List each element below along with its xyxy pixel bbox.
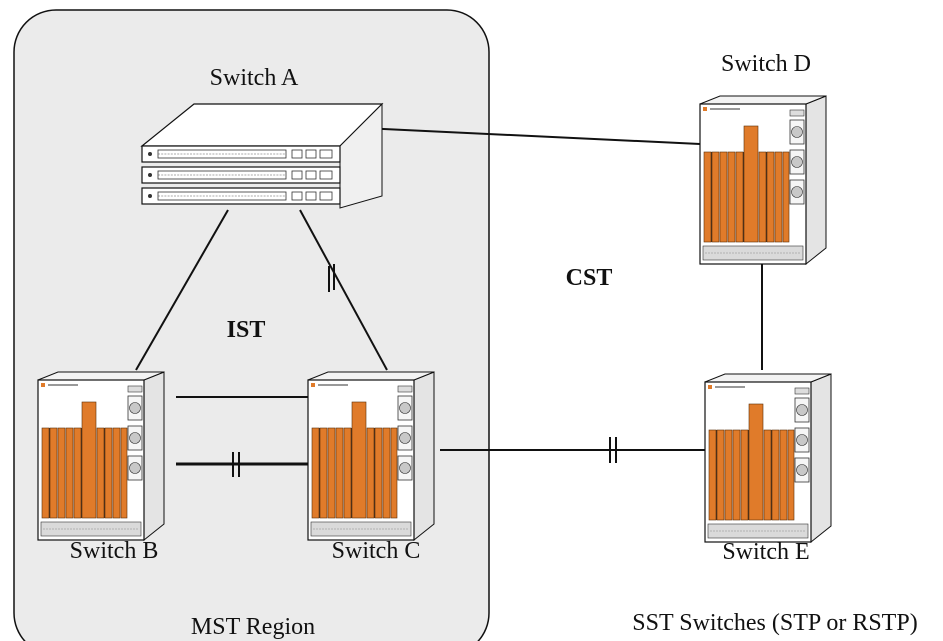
link-a-c — [299, 209, 388, 371]
link-a-b — [135, 209, 229, 371]
switch-c-icon — [307, 371, 435, 541]
switch-c-label: Switch C — [332, 538, 421, 564]
sst-switches-label: SST Switches (STP or RSTP) — [632, 610, 917, 636]
switch-d-label: Switch D — [721, 51, 811, 77]
switch-b-label: Switch B — [70, 538, 159, 564]
links — [135, 126, 763, 466]
ist-label: IST — [227, 317, 266, 343]
link-a-d — [339, 126, 701, 145]
blocked-marker-b-c — [232, 452, 240, 477]
switch-e-icon — [704, 373, 832, 543]
switch-e-label: Switch E — [722, 539, 809, 565]
cst-label: CST — [566, 265, 613, 291]
switch-d-icon — [699, 95, 827, 265]
switch-a-icon — [140, 102, 384, 209]
switch-a-label: Switch A — [210, 65, 299, 91]
blocked-port-markers — [232, 264, 617, 477]
blocked-marker-c-e — [609, 437, 617, 463]
switch-b-icon — [37, 371, 165, 541]
blocked-marker-a-c — [328, 264, 335, 292]
mst-region-label: MST Region — [191, 614, 315, 640]
